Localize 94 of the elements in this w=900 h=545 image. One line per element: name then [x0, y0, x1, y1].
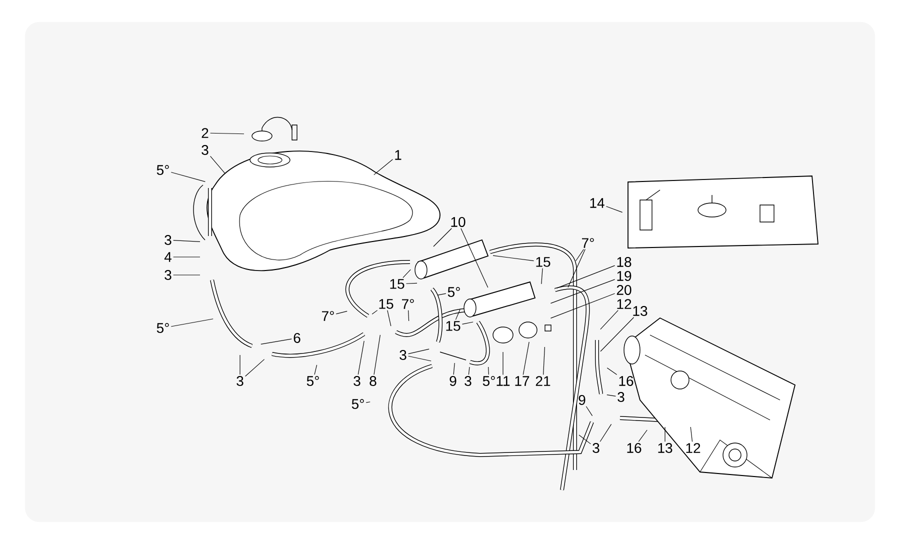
callout-number: 1 [395, 150, 402, 160]
callout-number: 9 [578, 395, 586, 405]
callout-number: 6 [294, 333, 300, 343]
leader-line [492, 255, 534, 262]
leader-line [488, 366, 489, 375]
leader-line [408, 356, 432, 362]
leader-line [460, 228, 488, 288]
callout-number: 10 [451, 217, 466, 227]
leader-line [541, 268, 543, 284]
callout-number: 16 [627, 443, 642, 453]
callout-number: 9 [450, 376, 456, 386]
callout-number: 18 [617, 257, 632, 267]
leader-line [374, 159, 393, 176]
leader-line [568, 249, 586, 288]
leader-line [586, 406, 593, 416]
callout-number: 3 [164, 235, 172, 245]
leader-line [173, 240, 200, 242]
leader-line [314, 364, 318, 375]
callout-number: 3 [236, 376, 244, 386]
leader-line [406, 282, 418, 284]
leader-line [170, 318, 214, 327]
callout-number: 3 [354, 376, 360, 386]
callout-number: 7° [402, 299, 414, 309]
leader-line [664, 426, 666, 442]
leader-line [576, 249, 584, 262]
callout-number: 5° [156, 165, 169, 175]
callout-number: 7° [322, 311, 334, 321]
leader-line [366, 402, 370, 403]
callout-number: 15 [390, 279, 404, 289]
callout-number: 11 [496, 376, 510, 386]
callout-number: 3 [400, 350, 406, 360]
leader-line [638, 430, 648, 442]
callout-number: 14 [590, 198, 604, 208]
leader-line [372, 310, 378, 314]
callout-number: 20 [616, 285, 632, 295]
callout-number: 3 [202, 145, 208, 155]
callout-number: 21 [536, 376, 550, 386]
callout-number: 19 [617, 271, 632, 281]
leader-line [245, 359, 265, 377]
callout-number: 5° [482, 376, 495, 386]
callout-number: 5° [448, 287, 460, 297]
leader-line [468, 366, 470, 375]
callout-number: 16 [619, 376, 634, 386]
leader-line [522, 342, 530, 376]
leader-line [170, 172, 206, 182]
callout-number: 3 [592, 443, 600, 453]
leader-line [408, 348, 430, 354]
leader-line [453, 362, 455, 375]
leader-line [556, 265, 616, 288]
leader-line [502, 352, 504, 376]
leader-line [455, 309, 460, 320]
leader-line [374, 334, 380, 375]
leader-line [600, 317, 634, 352]
callout-number: 13 [658, 443, 672, 453]
leader-line [387, 310, 392, 326]
leader-line [402, 269, 411, 278]
callout-number: 3 [464, 376, 472, 386]
leader-line [358, 340, 364, 375]
leader-line [543, 346, 545, 375]
leader-line [600, 424, 612, 442]
leader-line [600, 310, 618, 330]
leader-line [260, 338, 292, 344]
callout-number: 12 [617, 299, 632, 309]
leader-line [336, 310, 348, 314]
callout-number: 3 [164, 270, 172, 280]
callout-number: 17 [515, 376, 530, 386]
leader-line [606, 206, 623, 213]
callout-number: 4 [164, 252, 172, 262]
leader-line [438, 293, 446, 296]
callout-number: 15 [446, 321, 460, 331]
callout-number: 2 [202, 128, 208, 138]
callout-number: 5° [156, 323, 169, 333]
leader-line [462, 322, 474, 324]
callout-number: 8 [370, 376, 376, 386]
callout-number: 13 [633, 306, 648, 316]
callout-number: 5° [352, 399, 364, 409]
callout-number: 5° [306, 376, 319, 386]
leader-line [173, 274, 200, 276]
leader-line [433, 228, 452, 247]
leader-line [210, 156, 226, 174]
leader-line [550, 293, 616, 318]
leader-line [408, 310, 410, 322]
leader-line [210, 132, 244, 134]
leader-line [690, 426, 693, 442]
leader-line [550, 279, 616, 304]
callout-number: 15 [379, 299, 394, 309]
leader-line [173, 256, 200, 258]
leader-line [578, 434, 591, 444]
leader-line [606, 394, 616, 396]
callout-number: 15 [536, 257, 550, 267]
callout-number: 3 [618, 392, 624, 402]
callout-number: 7° [582, 238, 594, 248]
callout-number: 12 [686, 443, 700, 453]
leader-line [606, 368, 618, 375]
